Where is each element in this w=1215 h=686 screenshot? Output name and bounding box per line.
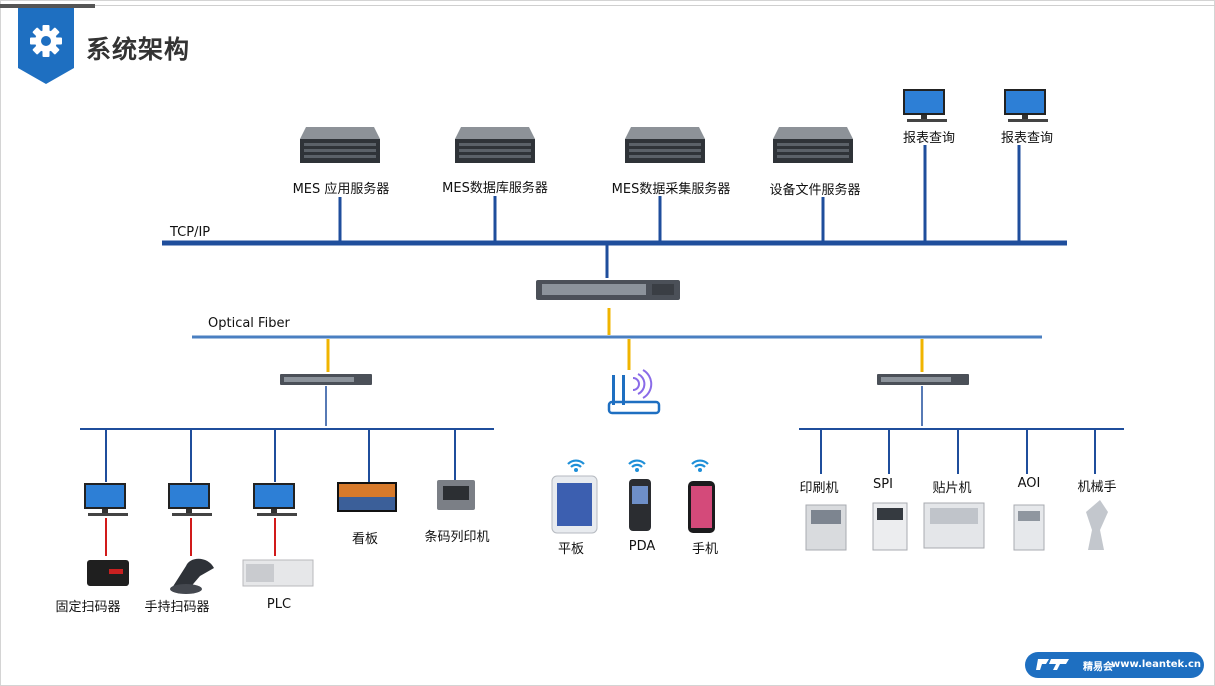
header-accent-bar	[0, 4, 95, 8]
gear-icon	[18, 8, 74, 84]
pda-label: PDA	[628, 539, 656, 554]
aoi-label: AOI	[1017, 476, 1041, 491]
printer-machine-label: 印刷机	[799, 481, 839, 496]
page-title: 系统架构	[86, 35, 191, 64]
plc-label: PLC	[266, 597, 292, 612]
board-label: 看板	[351, 532, 379, 547]
brand-url: www.leantek.cn	[1111, 659, 1202, 670]
tablet-label: 平板	[557, 542, 585, 557]
fixed-scanner-label: 固定扫码器	[55, 600, 121, 615]
header-rule	[95, 5, 1215, 6]
report-pc-label: 报表查询	[1000, 131, 1054, 146]
brand-logo: 精易会 www.leantek.cn	[1025, 652, 1204, 678]
mounter-label: 贴片机	[932, 481, 972, 496]
server-label: 设备文件服务器	[769, 183, 861, 198]
report-pc-label: 报表查询	[902, 131, 956, 146]
phone-label: 手机	[691, 542, 719, 557]
brand-mark-icon	[1036, 659, 1069, 670]
optical-fiber-label: Optical Fiber	[208, 316, 290, 331]
handheld-scanner-label: 手持扫码器	[144, 600, 210, 615]
brand-name: 精易会	[1083, 662, 1113, 673]
server-label: MES 应用服务器	[292, 182, 390, 197]
spi-label: SPI	[873, 477, 893, 492]
tcp-ip-label: TCP/IP	[170, 225, 211, 240]
server-label: MES数据采集服务器	[611, 182, 731, 197]
robot-arm-label: 机械手	[1077, 480, 1117, 495]
label-printer-label: 条码列印机	[424, 530, 490, 545]
server-label: MES数据库服务器	[442, 181, 548, 196]
